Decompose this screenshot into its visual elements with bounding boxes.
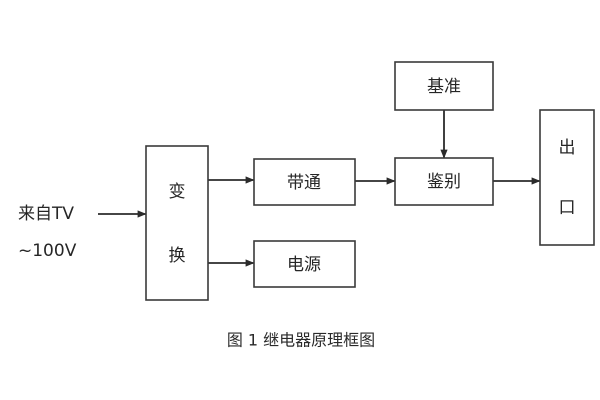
- block-reference[interactable]: [394, 61, 494, 111]
- block-bandpass[interactable]: [253, 158, 356, 206]
- block-discriminate[interactable]: [394, 157, 494, 206]
- block-output[interactable]: [539, 109, 595, 246]
- block-convert-label-line2: 换: [169, 246, 186, 266]
- block-bandpass-label: 带通: [287, 173, 321, 193]
- block-convert-label-line1: 变: [169, 182, 186, 202]
- block-reference-label: 基准: [427, 77, 461, 97]
- block-power-supply-label: 电源: [287, 255, 321, 275]
- block-power-supply[interactable]: [253, 240, 356, 288]
- block-discriminate-label: 鉴别: [427, 172, 461, 192]
- figure-caption: 图 1 继电器原理框图: [227, 331, 375, 350]
- block-output-label-line1: 出: [559, 138, 576, 158]
- block-output-label-line2: 口: [559, 198, 576, 218]
- source-label-line1: 来自TV: [18, 204, 74, 224]
- block-convert[interactable]: [145, 145, 209, 301]
- source-label-line2: ~100V: [18, 241, 77, 261]
